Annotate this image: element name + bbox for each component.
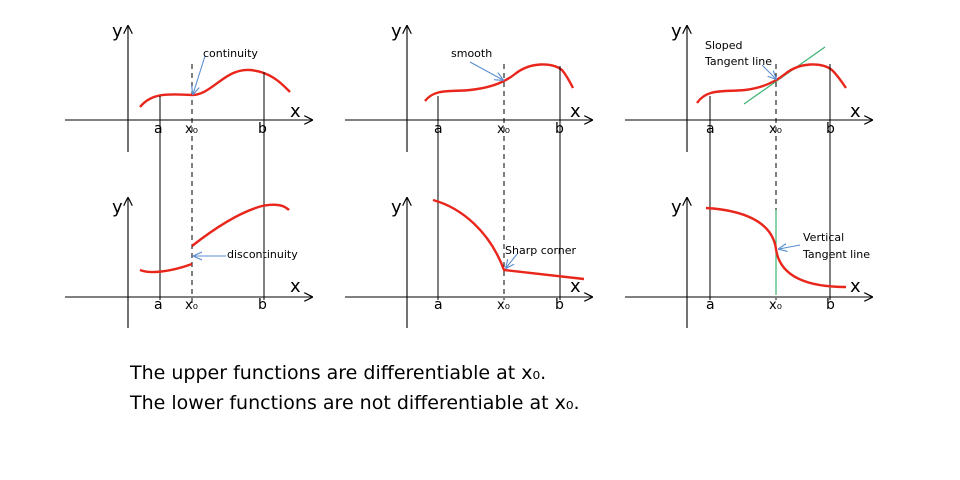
x-label: x <box>850 101 861 122</box>
annotation-arrow <box>193 55 206 94</box>
smooth-curve <box>139 68 291 108</box>
curve-with-vertical-tangent <box>705 206 847 289</box>
annotation-continuity: continuity <box>203 47 258 60</box>
panel-bottom-right: y x Vertical Tangent line a x₀ b <box>625 197 872 328</box>
x0-label: x₀ <box>185 122 198 137</box>
b-label: b <box>258 121 267 137</box>
annotation-arrow <box>506 253 518 268</box>
annotation-sharp-corner: Sharp corner <box>505 244 577 257</box>
x0-label: x₀ <box>185 298 198 313</box>
a-label: a <box>154 297 163 313</box>
x0-label: x₀ <box>769 298 782 313</box>
x-label: x <box>290 276 301 297</box>
corner-curve <box>432 198 585 281</box>
a-label: a <box>154 121 163 137</box>
annotation-arrow <box>469 61 503 80</box>
panel-bottom-middle: y x Sharp corner a x₀ b <box>345 197 592 328</box>
caption-differentiable: The upper functions are differentiable a… <box>130 362 547 384</box>
panel-bottom-left: y x discontinuity a x₀ b <box>65 197 312 328</box>
y-label: y <box>112 197 123 218</box>
x0-label: x₀ <box>769 122 782 137</box>
annotation-arrow <box>761 64 776 79</box>
a-label: a <box>706 297 715 313</box>
annotation-sloped-line1: Sloped <box>705 39 743 52</box>
b-label: b <box>826 297 835 313</box>
annotation-sloped-line2: Tangent line <box>704 55 772 68</box>
x-label: x <box>290 101 301 122</box>
x0-label: x₀ <box>497 298 510 313</box>
smooth-curve <box>424 63 575 102</box>
b-label: b <box>555 297 564 313</box>
annotation-vertical-line2: Tangent line <box>802 248 870 261</box>
curve-left-piece <box>139 262 193 274</box>
y-label: y <box>391 21 402 42</box>
x-label: x <box>570 101 581 122</box>
y-label: y <box>391 197 402 218</box>
smooth-curve <box>696 63 847 104</box>
panel-top-left: y x continuity a x₀ b <box>65 21 312 305</box>
y-label: y <box>112 21 123 42</box>
panel-top-middle: y x smooth a x₀ b <box>345 21 592 300</box>
y-label: y <box>671 197 682 218</box>
annotation-vertical-line1: Vertical <box>803 231 844 244</box>
annotation-arrow <box>779 245 801 249</box>
annotation-smooth: smooth <box>451 47 492 60</box>
curve-right-piece <box>191 203 290 247</box>
annotation-discontinuity: discontinuity <box>227 248 298 261</box>
x-label: x <box>850 276 861 297</box>
y-label: y <box>671 21 682 42</box>
caption-not-differentiable: The lower functions are not differentiab… <box>130 392 580 414</box>
b-label: b <box>258 297 267 313</box>
x-label: x <box>570 276 581 297</box>
x0-label: x₀ <box>497 122 510 137</box>
a-label: a <box>434 297 443 313</box>
